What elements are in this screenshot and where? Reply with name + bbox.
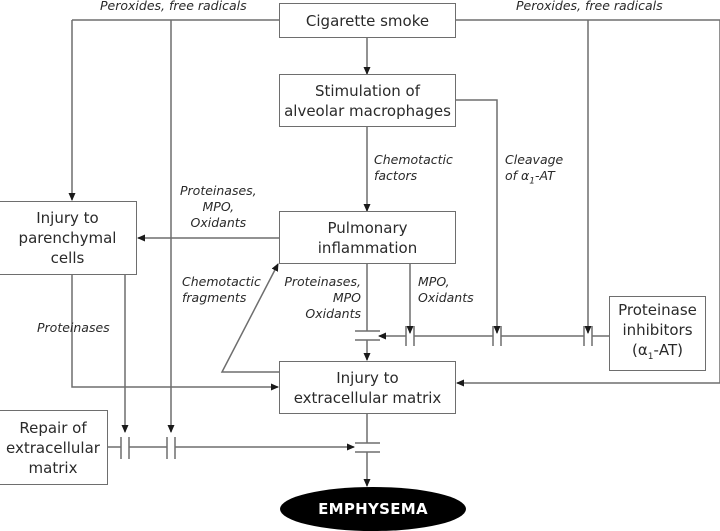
node-injury-parenchymal: Injury to parenchymal cells xyxy=(0,201,137,275)
label-cleavage-sub: 1 xyxy=(529,176,535,187)
label-chemotactic-fragments-line-2: fragments xyxy=(182,290,247,305)
label-chemotactic-factors-line-1: Chemotactic xyxy=(374,152,453,167)
label-cleavage-line-2: of α1-AT xyxy=(505,168,563,190)
node-cigarette-smoke: Cigarette smoke xyxy=(279,3,456,38)
node-inhibitors-line-3: (α1-AT) xyxy=(632,340,683,367)
node-repair-line-3: matrix xyxy=(28,458,78,477)
inhibition-gate-repair xyxy=(355,442,380,453)
node-inhibitors-line-2: inhibitors xyxy=(622,321,693,339)
inhibition-gate-inflammation xyxy=(355,330,380,341)
alpha-subscript: 1 xyxy=(647,352,654,362)
node-stimulation-line-2: alveolar macrophages xyxy=(284,101,451,120)
at-text: -AT) xyxy=(653,341,683,359)
label-peroxides-right: Peroxides, free radicals xyxy=(516,0,663,13)
label-cleavage-alpha: of α xyxy=(505,168,530,183)
label-pmo-down-line-2: MPO xyxy=(332,290,361,305)
node-inhibitors-line-1: Proteinase xyxy=(618,301,697,319)
node-parenchymal-line-1: Injury to xyxy=(36,209,99,227)
label-pmo-down-line-1: Proteinases, xyxy=(284,274,361,289)
label-mpo-oxidants-line-1: MPO, xyxy=(418,274,450,289)
label-peroxides-left: Peroxides, free radicals xyxy=(100,0,247,13)
label-cleavage-at: -AT xyxy=(535,168,555,183)
inhibition-gate-peroxides-right xyxy=(583,326,593,346)
label-chemotactic-fragments-line-1: Chemotactic xyxy=(182,274,261,289)
label-cleavage: Cleavage of α1-AT xyxy=(505,152,563,190)
label-pmo-down-line-3: Oxidants xyxy=(305,306,361,321)
chemotactic-fragments-arrow xyxy=(220,263,279,373)
proteinases-arrow xyxy=(71,274,279,391)
inhibition-gate-mpo xyxy=(405,326,415,346)
label-pmo-left-line-3: Oxidants xyxy=(190,215,247,230)
inhibition-gate-repair-proteinases xyxy=(120,437,130,459)
node-stimulation-macrophages: Stimulation of alveolar macrophages xyxy=(279,74,456,127)
node-repair-line-2: extracellular xyxy=(6,438,100,457)
node-parenchymal-line-3: cells xyxy=(50,249,85,267)
node-injury-ecm: Injury to extracellular matrix xyxy=(279,361,456,414)
label-proteinases-mpo-oxidants-left: Proteinases, MPO, Oxidants xyxy=(180,183,257,231)
node-parenchymal-line-2: parenchymal xyxy=(18,229,117,247)
label-chemotactic-fragments: Chemotactic fragments xyxy=(182,274,261,306)
cleavage-arrow xyxy=(455,99,501,334)
label-chemotactic-factors: Chemotactic factors xyxy=(374,152,453,184)
node-emphysema: EMPHYSEMA xyxy=(280,487,466,531)
node-cigarette-smoke-label: Cigarette smoke xyxy=(305,11,430,30)
label-pmo-left-line-2: MPO, xyxy=(202,199,235,214)
label-proteinases: Proteinases xyxy=(37,320,110,335)
node-ecm-line-2: extracellular matrix xyxy=(293,388,442,407)
label-chemotactic-factors-line-2: factors xyxy=(374,168,418,183)
node-repair-line-1: Repair of xyxy=(19,418,87,437)
node-repair-ecm: Repair of extracellular matrix xyxy=(0,410,108,485)
label-cleavage-line-1: Cleavage xyxy=(505,152,564,167)
label-mpo-oxidants-line-2: Oxidants xyxy=(418,290,474,305)
inhibition-gate-repair-peroxides xyxy=(166,437,176,459)
node-pulmonary-line-1: Pulmonary xyxy=(327,218,408,237)
node-pulmonary-inflammation: Pulmonary inflammation xyxy=(279,211,456,264)
inhibition-gate-cleavage xyxy=(492,326,502,346)
alpha-text: (α xyxy=(631,341,648,359)
peroxides-to-ecm-arrow xyxy=(456,20,720,387)
node-proteinase-inhibitors: Proteinase inhibitors (α1-AT) xyxy=(609,296,706,371)
label-pmo-left-line-1: Proteinases, xyxy=(180,183,257,198)
label-proteinases-mpo-oxidants-down: Proteinases, MPO Oxidants xyxy=(284,274,361,322)
label-mpo-oxidants: MPO, Oxidants xyxy=(418,274,474,306)
node-ecm-line-1: Injury to xyxy=(336,368,399,387)
node-emphysema-label: EMPHYSEMA xyxy=(318,500,428,518)
node-pulmonary-line-2: inflammation xyxy=(317,238,418,257)
node-stimulation-line-1: Stimulation of xyxy=(314,81,420,100)
